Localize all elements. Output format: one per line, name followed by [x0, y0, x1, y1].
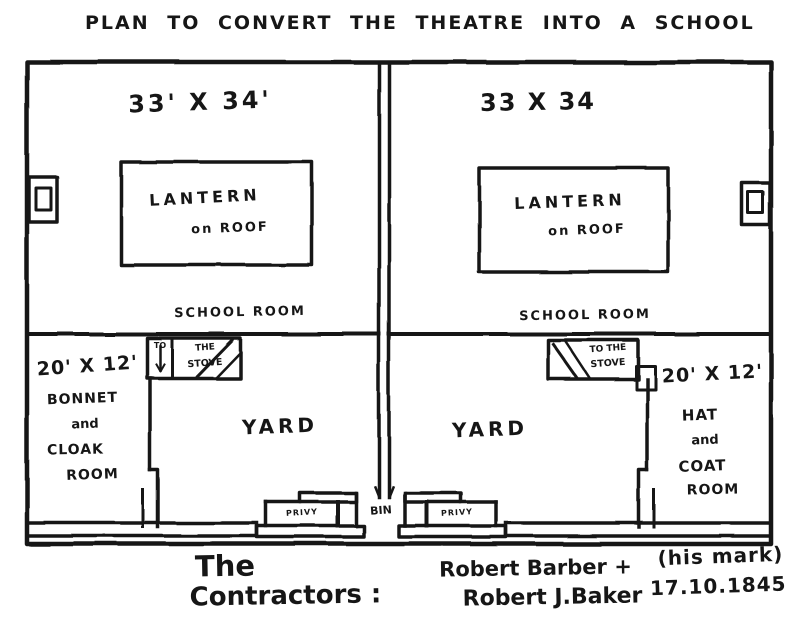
coat-room-line4: ROOM [686, 481, 740, 499]
coat-room-line1: HAT [681, 405, 719, 425]
lantern-box-left [119, 160, 314, 267]
outer-wall [24, 59, 774, 547]
cloak-room-line1: BONNET [46, 389, 119, 409]
school-room-label-right: SCHOOL ROOM [518, 306, 651, 325]
contractors-word2: Contractors : [189, 579, 382, 613]
left-dimension-label: 33' X 34' [127, 85, 273, 119]
yard-label-left: YARD [241, 412, 319, 440]
lantern-box-right [477, 166, 670, 274]
stove-box-left [145, 336, 242, 380]
contractor-name-line1: Robert Barber + [438, 554, 633, 582]
centre-wall [373, 62, 395, 499]
cloak-room-line3: CLOAK [46, 441, 105, 459]
right-dimension-label: 33 X 34 [479, 86, 597, 118]
contractors-word1: The [194, 548, 256, 584]
yard-label-right: YARD [451, 415, 529, 443]
right-wall-recess [740, 181, 772, 227]
cloak-room-wall [141, 376, 160, 529]
his-mark-label: (his mark) [657, 541, 784, 571]
left-wall-recess [27, 175, 59, 224]
privy-structure-right [397, 491, 508, 539]
cloak-room-line2: and [71, 416, 99, 433]
coat-room-line2: and [691, 432, 719, 449]
date-label: 17.10.1845 [649, 571, 787, 601]
page-title: PLAN TO CONVERT THE THEATRE INTO A SCHOO… [85, 12, 755, 34]
privy-structure-left [255, 491, 366, 539]
school-room-label-left: SCHOOL ROOM [173, 303, 306, 322]
coat-room-wall [637, 377, 656, 529]
stove-label-left-to: TO [153, 341, 167, 350]
coat-room-line3: COAT [678, 456, 727, 476]
contractor-name-line2: Robert J.Baker [462, 583, 643, 612]
